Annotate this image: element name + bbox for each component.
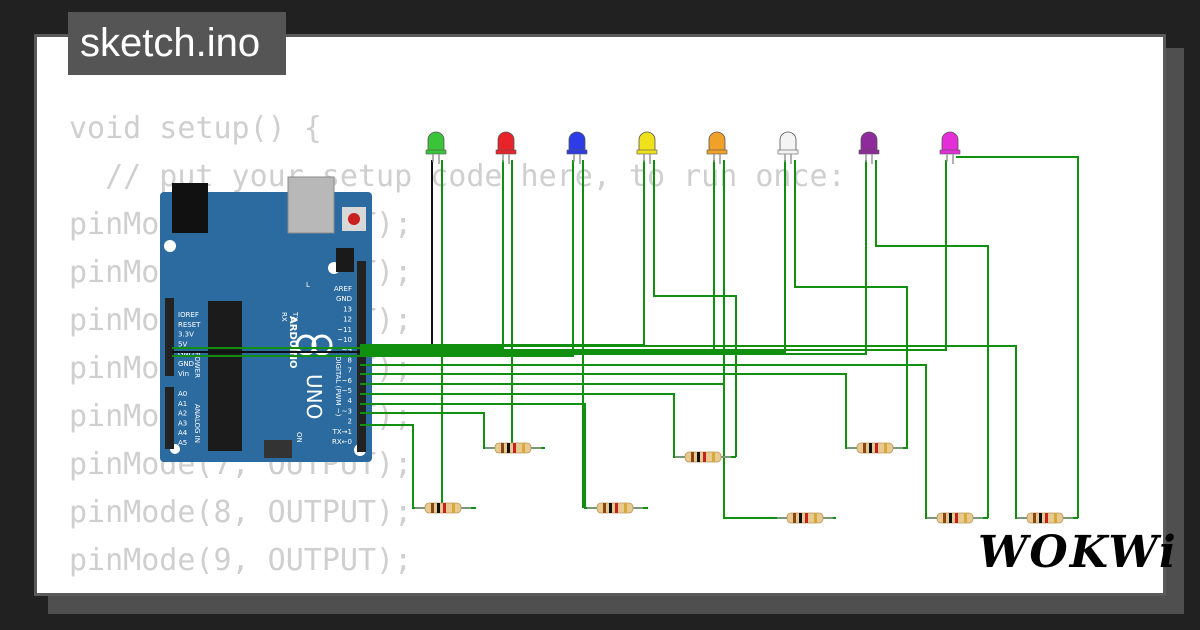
wire: [360, 160, 947, 351]
pin-label: ~9: [342, 346, 352, 354]
led-label: L: [306, 281, 310, 289]
preview-card: void setup() { // put your setup code he…: [34, 34, 1166, 596]
pin-label: TX→1: [332, 428, 352, 436]
pin-label: RESET: [178, 321, 201, 329]
tx-label: TX: [291, 311, 299, 321]
resistor-icon[interactable]: [847, 442, 903, 454]
resistor-icon[interactable]: [927, 512, 983, 524]
code-line: pinMode(7, OUTPUT);: [69, 447, 413, 482]
led-purple-icon[interactable]: [858, 131, 880, 164]
pin-label: Vin: [178, 370, 189, 378]
pin-label: IOREF: [178, 311, 199, 319]
arduino-uno-board[interactable]: TX L RX ARDUINO UNO ON POWER ANALOG IN D…: [160, 176, 372, 462]
pin-label: 3.3V: [178, 331, 194, 339]
pin-label: GND: [178, 350, 194, 358]
wire: [653, 160, 737, 457]
led-green-icon[interactable]: [425, 131, 447, 164]
pin-label: A4: [178, 429, 188, 437]
resistors: [415, 442, 1073, 524]
brand-label: ARDUINO: [287, 316, 298, 368]
wire: [794, 160, 908, 448]
wire: [723, 160, 836, 519]
pin-label: 5V: [178, 340, 187, 348]
digital-title: DIGITAL (PWM ~): [334, 356, 342, 417]
rx-label: RX: [280, 312, 288, 322]
wire: [360, 160, 715, 351]
resistor-icon[interactable]: [675, 451, 731, 463]
led-white-icon[interactable]: [777, 131, 799, 164]
pin-label: 4: [348, 397, 353, 405]
led-yellow-icon[interactable]: [636, 131, 658, 164]
led-pink-icon[interactable]: [939, 131, 961, 164]
pin-label: GND: [336, 295, 352, 303]
wire: [360, 160, 867, 355]
resistor-icon[interactable]: [415, 502, 471, 514]
wire: [172, 160, 574, 357]
resistor-icon[interactable]: [485, 442, 541, 454]
code-line: pinMode(9, OUTPUT);: [69, 543, 413, 578]
analog-title: ANALOG IN: [193, 404, 201, 443]
pin-label: ~5: [342, 387, 352, 395]
pin-label: 7: [348, 367, 352, 375]
resistor-icon[interactable]: [587, 502, 643, 514]
pin-label: GND: [178, 360, 194, 368]
file-tab[interactable]: sketch.ino: [68, 12, 286, 75]
pin-label: ~10: [337, 336, 352, 344]
pin-label: ~11: [337, 326, 352, 334]
pin-label: RX←0: [332, 438, 352, 446]
code-line: pinMode(8, OUTPUT);: [69, 495, 413, 530]
pin-label: ~6: [342, 377, 353, 385]
wire: [956, 156, 1079, 518]
digital-pin-labels: AREF GND 13 12 ~11 ~10 ~9 8 7 ~6 ~5 4 ~3 2TX→1RX←0: [332, 285, 353, 446]
arduino-logo-icon: [295, 334, 333, 356]
power-title: POWER: [193, 352, 201, 378]
on-label: ON: [295, 432, 303, 443]
pin-label: 2: [348, 418, 352, 426]
wire: [360, 403, 648, 509]
resistor-icon[interactable]: [777, 512, 833, 524]
pin-label: A0: [178, 390, 187, 398]
pin-label: A2: [178, 410, 187, 418]
pin-label: A3: [178, 419, 187, 427]
pin-label: 8: [348, 356, 352, 364]
wire: [360, 424, 476, 509]
pin-label: 13: [343, 305, 352, 313]
wire: [875, 160, 989, 518]
wire: [172, 160, 504, 349]
code-line: void setup() {: [69, 111, 322, 146]
led-blue-icon[interactable]: [566, 131, 588, 164]
led-orange-icon[interactable]: [706, 131, 728, 164]
resistor-icon[interactable]: [1017, 512, 1073, 524]
wires: [172, 156, 1079, 519]
pin-label: ~3: [342, 407, 352, 415]
wokwi-logo: WOKWi: [978, 527, 1178, 578]
pin-label: 12: [343, 316, 352, 324]
leds: [425, 131, 961, 164]
pin-label: A5: [178, 439, 187, 447]
code-line: // put your setup code here, to run once…: [69, 159, 846, 194]
model-label: UNO: [302, 374, 326, 419]
pin-label: AREF: [334, 285, 352, 293]
wire: [360, 345, 1078, 519]
pin-label: A1: [178, 400, 187, 408]
wire: [360, 160, 786, 353]
led-red-icon[interactable]: [495, 131, 517, 164]
